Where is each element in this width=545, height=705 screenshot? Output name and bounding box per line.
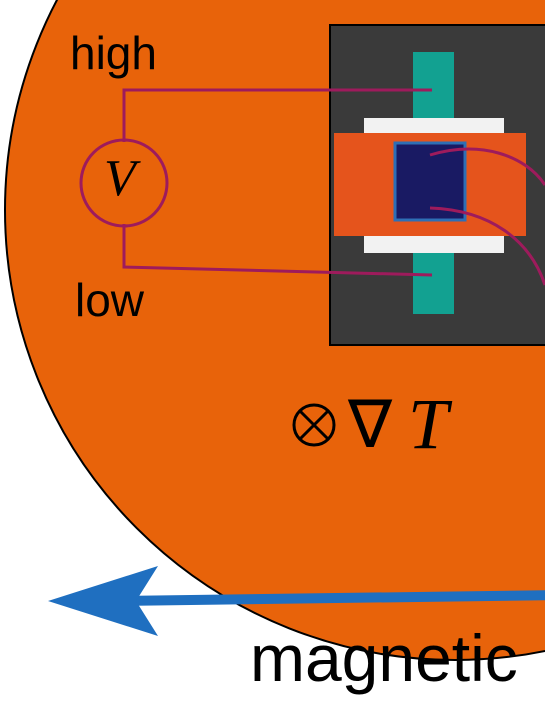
wire-low [122, 224, 433, 277]
wire-sample-top [429, 147, 545, 186]
arrow-left-icon [48, 566, 545, 636]
voltmeter-label: V [104, 150, 136, 207]
voltmeter-circle [79, 138, 169, 228]
contact-pad-bottom [364, 233, 504, 253]
magnetic-label: magnetic [250, 621, 518, 695]
wire-sample-bottom [429, 206, 545, 286]
high-label: high [70, 27, 157, 79]
low-label: low [75, 274, 145, 326]
temperature-label: T [408, 384, 449, 464]
circled-x-icon [292, 403, 336, 447]
arrow-head [48, 566, 158, 636]
gradient-symbol: ∇ [348, 386, 393, 463]
arrow-shaft [119, 590, 545, 606]
sample-square [393, 141, 467, 222]
wire-high [122, 88, 432, 142]
voltmeter-wires [122, 88, 545, 286]
